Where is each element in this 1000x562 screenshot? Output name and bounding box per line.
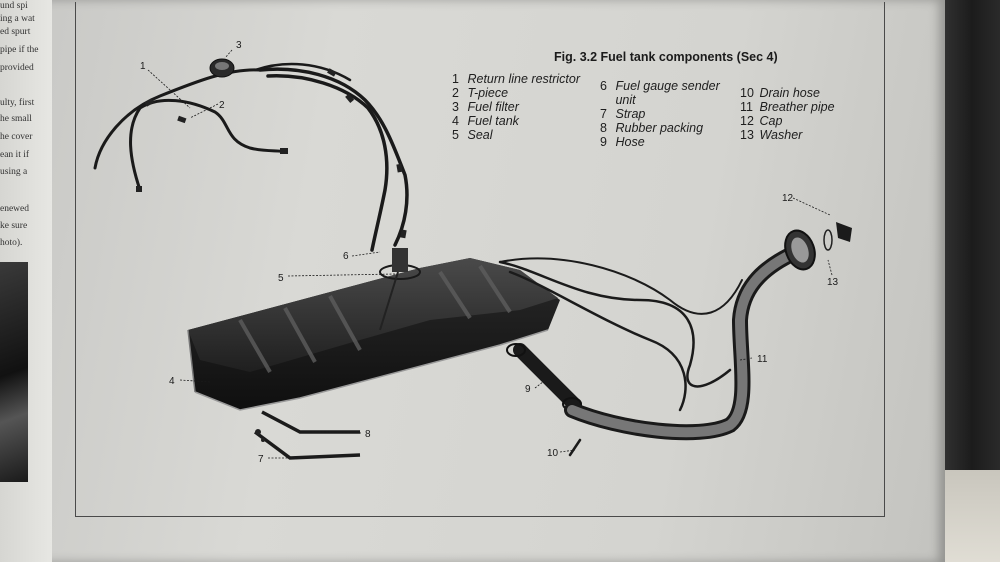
callout-6: 6: [343, 251, 349, 262]
edge-text-line: enewed: [0, 204, 30, 214]
previous-page-edge: und spi ing a wat ed spurt pipe if the p…: [0, 0, 52, 562]
edge-text-line: ean it if: [0, 150, 30, 160]
fuel-filter: [209, 58, 235, 78]
legend-item: 12 Cap: [740, 114, 783, 128]
callout-7: 7: [258, 454, 264, 465]
legend-column-1: 1 Return line restrictor 2 T-piece 3 Fue…: [452, 72, 580, 142]
leader-lines: [147, 49, 833, 459]
edge-text-line: und spi: [0, 1, 28, 11]
edge-text-line: pipe if the: [0, 45, 39, 55]
filler-and-breather-pipes: [498, 247, 798, 457]
edge-text-line: ke sure: [0, 221, 28, 231]
fuel-tank: [187, 258, 560, 411]
callout-11: 11: [757, 354, 768, 365]
callout-10: 10: [547, 448, 559, 459]
edge-text-line: provided: [0, 63, 34, 73]
callout-3: 3: [236, 40, 242, 51]
figure-title: Fig. 3.2 Fuel tank components (Sec 4): [554, 50, 778, 64]
legend-item: 3 Fuel filter: [452, 100, 519, 114]
legend-column-2: 6 Fuel gauge sender unit 7 Strap 8 Rubbe…: [600, 79, 720, 149]
previous-page-photo: [0, 262, 28, 482]
figure-frame: [75, 2, 885, 517]
callout-8: 8: [365, 429, 371, 440]
edge-text-line: using a: [0, 167, 28, 177]
tank-straps: [253, 410, 361, 460]
filler-hose: [506, 343, 582, 412]
callout-13: 13: [827, 277, 839, 288]
edge-text-line: ulty, first: [0, 98, 35, 108]
callout-4: 4: [169, 376, 175, 387]
edge-text-line: he small: [0, 114, 32, 124]
legend-item: 9 Hose: [600, 135, 645, 149]
edge-text-line: ed spurt: [0, 27, 31, 37]
legend-column-3: 10 Drain hose 11 Breather pipe 12 Cap 13…: [740, 86, 835, 142]
background-floor: [945, 470, 1000, 562]
edge-text-line: hoto).: [0, 238, 23, 248]
filler-neck: [784, 222, 852, 271]
callout-2: 2: [219, 100, 225, 111]
legend-item: 7 Strap: [600, 107, 646, 121]
legend-item: 13 Washer: [740, 128, 803, 142]
callout-1: 1: [140, 61, 146, 72]
edge-text-line: ing a wat: [0, 14, 35, 24]
fuel-line-hoses: [93, 62, 409, 252]
legend-item: 5 Seal: [452, 128, 493, 142]
callout-5: 5: [278, 273, 284, 284]
sender-unit: [379, 248, 421, 331]
legend-item: unit: [615, 93, 636, 107]
callout-labels: 1 2 3 4 5 6 7 8 9 10 11 12 13: [140, 40, 839, 465]
strap-bolts: [255, 429, 265, 442]
legend-item: 2 T-piece: [452, 86, 509, 100]
hose-clips: [136, 68, 407, 239]
legend-item: 1 Return line restrictor: [452, 72, 581, 86]
callout-9: 9: [525, 384, 531, 395]
legend-item: 11 Breather pipe: [740, 100, 835, 114]
edge-text-line: he cover: [0, 132, 33, 142]
legend-item: 6 Fuel gauge sender: [600, 79, 720, 93]
legend-item: 10 Drain hose: [740, 86, 820, 100]
legend-item: 8 Rubber packing: [600, 121, 704, 135]
callout-12: 12: [782, 193, 794, 204]
legend-item: 4 Fuel tank: [452, 114, 519, 128]
